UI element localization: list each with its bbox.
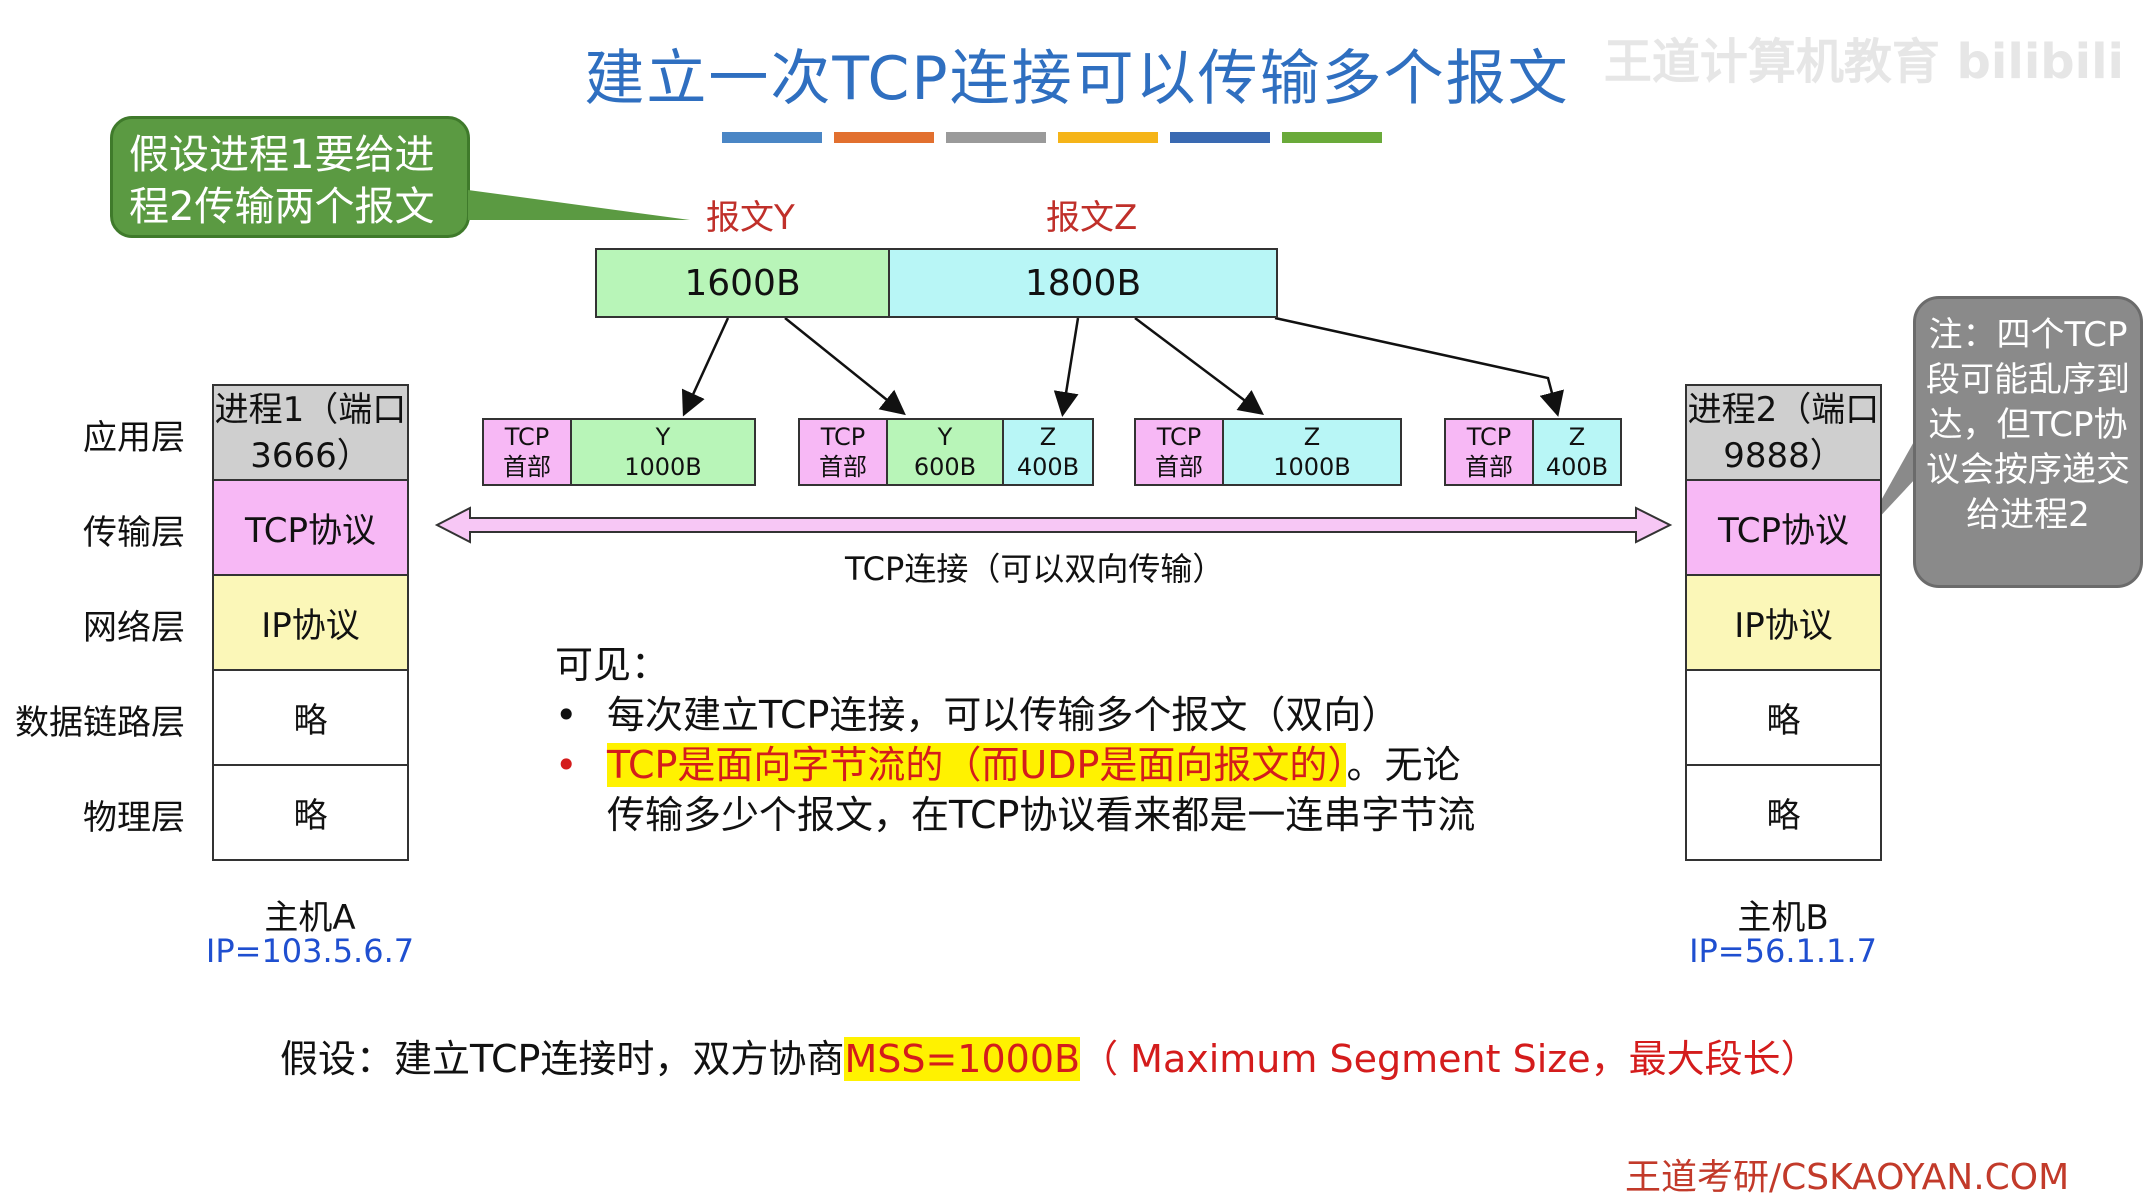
host-b-ip: IP协议 [1685, 574, 1882, 671]
conclusion-heading: 可见： [555, 643, 670, 687]
bullet-2-highlight: TCP是面向字节流的（而UDP是面向报文的） [607, 743, 1347, 787]
header-top: TCP [1466, 423, 1512, 451]
tcp-connection-arrow [434, 506, 1673, 544]
header-top: TCP [1156, 423, 1202, 451]
segment-header: TCP 首部 [482, 418, 572, 486]
bullet-1-text: 每次建立TCP连接，可以传输多个报文（双向） [607, 693, 1400, 737]
part-name: Z [1568, 423, 1586, 451]
conclusion-bullet-2: • TCP是面向字节流的（而UDP是面向报文的）。无论 [555, 740, 1460, 790]
header-bottom: 首部 [819, 453, 867, 481]
host-b-name: 主机B [1737, 898, 1829, 938]
title-stripe [722, 132, 822, 143]
arrow-z-seg3 [1134, 317, 1264, 416]
layer-label-physical: 物理层 [83, 798, 185, 838]
host-a-datalink: 略 [212, 669, 409, 766]
header-top: TCP [820, 423, 866, 451]
host-a-ip-address: IP=103.5.6.7 [205, 932, 415, 970]
host-a-ip: IP协议 [212, 574, 409, 671]
host-a-tcp: TCP协议 [212, 479, 409, 576]
host-b-datalink: 略 [1685, 669, 1882, 766]
layer-label-transport: 传输层 [83, 513, 185, 553]
layer-label-application: 应用层 [83, 418, 185, 458]
header-top: TCP [504, 423, 550, 451]
tcp-connection-label: TCP连接（可以双向传输） [845, 550, 1225, 588]
segment-header: TCP 首部 [798, 418, 888, 486]
segment-part: Z 1000B [1222, 418, 1402, 486]
message-y-label: 报文Y [706, 198, 795, 238]
assumption-prefix: 假设：建立TCP连接时，双方协商 [280, 1037, 845, 1081]
conclusion-bullet-2-cont: 传输多少个报文，在TCP协议看来都是一连串字节流 [607, 793, 1476, 837]
host-a-physical: 略 [212, 764, 409, 861]
title-stripe [1282, 132, 1382, 143]
part-size: 400B [1016, 453, 1080, 481]
segment-header: TCP 首部 [1134, 418, 1224, 486]
conclusion-bullet-1: • 每次建立TCP连接，可以传输多个报文（双向） [555, 690, 1399, 740]
bullet-dot: • [555, 693, 578, 737]
message-y-box: 1600B [595, 248, 890, 318]
callout-bubble: 假设进程1要给进程2传输两个报文 [110, 116, 470, 238]
segment-header: TCP 首部 [1444, 418, 1534, 486]
footer-brand: 王道考研/CSKAOYAN.COM [1625, 1157, 2070, 1198]
layer-label-network: 网络层 [83, 608, 185, 648]
title-stripe [1058, 132, 1158, 143]
host-a-name: 主机A [264, 898, 356, 938]
part-size: 1000B [1273, 453, 1351, 481]
part-name: Z [1303, 423, 1321, 451]
header-bottom: 首部 [1465, 453, 1513, 481]
message-z-box: 1800B [888, 248, 1278, 318]
assumption-suffix: （ Maximum Segment Size，最大段长） [1080, 1037, 1819, 1081]
host-b-physical: 略 [1685, 764, 1882, 861]
segment-part: Y 600B [886, 418, 1004, 486]
part-name: Y [937, 423, 953, 451]
segment-part: Z 400B [1532, 418, 1622, 486]
title-stripe [946, 132, 1046, 143]
arrow-y-seg2 [784, 317, 906, 416]
segment-part: Z 400B [1002, 418, 1094, 486]
title-stripe [834, 132, 934, 143]
host-a-process: 进程1（端口 3666） [212, 384, 409, 481]
callout-tail [468, 190, 690, 220]
note-bubble: 注：四个TCP段可能乱序到达，但TCP协议会按序递交给进程2 [1913, 296, 2143, 588]
host-b-process: 进程2（端口 9888） [1685, 384, 1882, 481]
watermark: 王道计算机教育 bilibili [1603, 34, 2124, 90]
bullet-2-rest: 。无论 [1346, 743, 1461, 787]
part-name: Y [655, 423, 671, 451]
header-bottom: 首部 [1155, 453, 1203, 481]
part-size: 400B [1545, 453, 1609, 481]
slide-title: 建立一次TCP连接可以传输多个报文 [584, 44, 1570, 114]
arrow-z-seg4 [1274, 316, 1564, 417]
arrow-y-seg1 [681, 317, 730, 417]
segment-part: Y 1000B [570, 418, 756, 486]
assumption-mss: MSS=1000B [844, 1037, 1081, 1081]
host-b-tcp: TCP协议 [1685, 479, 1882, 576]
assumption-line: 假设：建立TCP连接时，双方协商MSS=1000B（ Maximum Segme… [280, 1028, 1819, 1083]
message-z-label: 报文Z [1046, 198, 1138, 238]
arrow-z-seg2 [1053, 317, 1080, 417]
bullet-dot: • [555, 743, 578, 787]
header-bottom: 首部 [503, 453, 551, 481]
part-size: 600B [913, 453, 977, 481]
layer-label-datalink: 数据链路层 [15, 703, 185, 743]
part-name: Z [1039, 423, 1057, 451]
title-stripe [1170, 132, 1270, 143]
host-b-ip-address: IP=56.1.1.7 [1689, 932, 1877, 970]
part-size: 1000B [624, 453, 702, 481]
